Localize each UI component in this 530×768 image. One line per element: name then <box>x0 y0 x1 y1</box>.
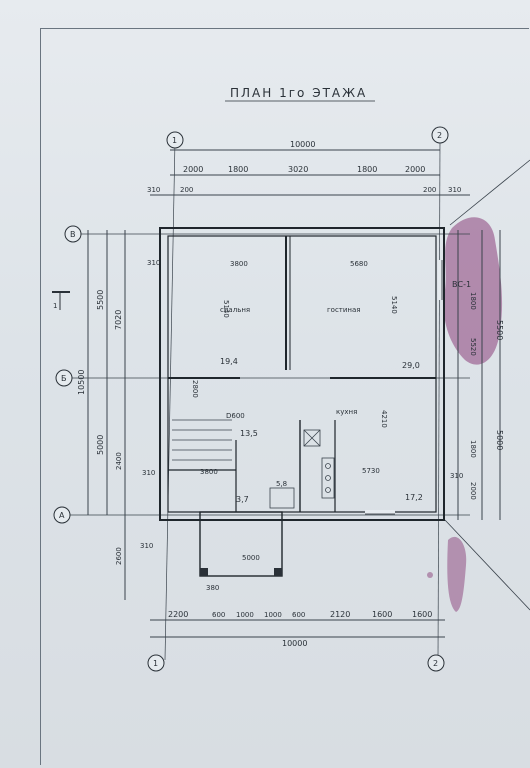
axis-bubble-2-bottom <box>427 654 445 672</box>
left-dim-off-c: 310 <box>140 542 153 550</box>
top-dim-left-off: 310 <box>147 186 160 194</box>
bottom-dim-s5: 600 <box>292 611 305 619</box>
left-dim-upper: 5500 <box>96 290 105 310</box>
room-bath-area: 3,7 <box>236 495 249 504</box>
right-dim-1800: 1800 <box>469 292 477 310</box>
axis-bubble-b <box>55 369 73 387</box>
top-dim-seg4: 1800 <box>357 165 377 174</box>
stove-fixture <box>321 457 335 499</box>
leader-line-top <box>449 159 530 226</box>
top-dim-w200b: 200 <box>423 186 436 194</box>
axis-label-1-top: 1 <box>172 136 177 145</box>
room-wc-area: 5,8 <box>276 480 287 488</box>
room-kitchen-height: 4210 <box>380 410 388 428</box>
left-dim-2600: 2600 <box>115 547 123 565</box>
top-dim-seg5: 2000 <box>405 165 425 174</box>
top-dim-seg3: 3020 <box>288 165 308 174</box>
top-dim-seg2: 1800 <box>228 165 248 174</box>
room-living-width: 5680 <box>350 260 368 268</box>
right-dim-2000: 2000 <box>469 482 477 500</box>
leader-line-bottom <box>444 519 530 611</box>
walls <box>159 227 445 577</box>
kitchen-fixtures <box>269 429 335 509</box>
right-dim-1800b: 1800 <box>469 440 477 458</box>
porch-width: 5000 <box>242 554 260 562</box>
axis-label-b: Б <box>61 374 67 383</box>
ventilation-label: ВС-1 <box>452 280 471 289</box>
dim-2800: 2800 <box>191 380 199 398</box>
room-bedroom-area: 19,4 <box>220 357 238 366</box>
right-dim-off: 310 <box>450 472 463 480</box>
axis-label-2-bottom: 2 <box>433 659 438 668</box>
axis-label-2-top: 2 <box>437 131 442 140</box>
section-mark <box>52 291 70 310</box>
outer-wall <box>159 227 445 521</box>
axis-line-1 <box>164 139 176 661</box>
room-hall-area: 13,5 <box>240 429 258 438</box>
axis-line-2 <box>437 139 441 661</box>
axis-bubble-v <box>64 225 82 243</box>
top-dim-right-off: 310 <box>448 186 461 194</box>
left-dim-lower: 5000 <box>96 435 105 455</box>
stain-dot <box>427 572 433 578</box>
plan-title: ПЛАН 1го ЭТАЖА <box>230 86 367 100</box>
top-dim-seg1: 2000 <box>183 165 203 174</box>
stair-treads <box>172 419 232 461</box>
room-kitchen-label: кухня <box>336 408 357 416</box>
axis-bubble-1-top <box>166 131 184 149</box>
sheet-frame <box>40 28 529 765</box>
room-hall-width: 3800 <box>200 468 218 476</box>
left-dim-overall: 10500 <box>77 370 86 395</box>
bottom-dim-s3: 1000 <box>236 611 254 619</box>
room-living-height: 5140 <box>390 296 398 314</box>
bottom-dim-s7: 1600 <box>372 610 392 619</box>
right-dim-upper: 5500 <box>495 320 504 340</box>
room-bedroom-label: спальня <box>220 306 250 314</box>
bottom-dim-s2: 600 <box>212 611 225 619</box>
sink-fixture <box>303 429 321 447</box>
wc-fixture <box>269 487 295 509</box>
axis-label-1-bottom: 1 <box>153 659 158 668</box>
top-dim-overall: 10000 <box>290 140 315 149</box>
bottom-dim-s4: 1000 <box>264 611 282 619</box>
room-bedroom-width: 3800 <box>230 260 248 268</box>
room-kitchen-area: 17,2 <box>405 493 423 502</box>
room-living-label: гостиная <box>327 306 361 314</box>
bottom-dim-s8: 1600 <box>412 610 432 619</box>
room-hall-door: D600 <box>226 412 245 420</box>
bottom-dim-overall: 10000 <box>282 639 307 648</box>
porch-depth: 380 <box>206 584 219 592</box>
bottom-dim-s6: 2120 <box>330 610 350 619</box>
left-dim-off-b: 310 <box>142 469 155 477</box>
left-dim-2400: 2400 <box>115 452 123 470</box>
room-bedroom-height: 5140 <box>222 300 230 318</box>
right-dim-lower: 5000 <box>495 430 504 450</box>
room-living-area: 29,0 <box>402 361 420 370</box>
purple-stain-lower <box>447 536 467 612</box>
inner-wall-line <box>167 235 437 513</box>
axis-label-a: А <box>59 511 65 520</box>
porch <box>199 511 283 577</box>
porch-posts <box>200 568 282 576</box>
right-dim-5520: 5520 <box>469 338 477 356</box>
room-kitchen-width: 5730 <box>362 467 380 475</box>
axis-label-v: В <box>70 230 76 239</box>
axis-bubble-1-bottom <box>147 654 165 672</box>
bottom-dim-s1: 2200 <box>168 610 188 619</box>
left-dim-off-a: 310 <box>147 259 160 267</box>
axis-bubble-2-top <box>431 126 449 144</box>
left-dim-7020: 7020 <box>114 310 123 330</box>
axis-bubble-a <box>53 506 71 524</box>
top-dim-w200a: 200 <box>180 186 193 194</box>
section-mark-label: 1 <box>53 302 57 310</box>
